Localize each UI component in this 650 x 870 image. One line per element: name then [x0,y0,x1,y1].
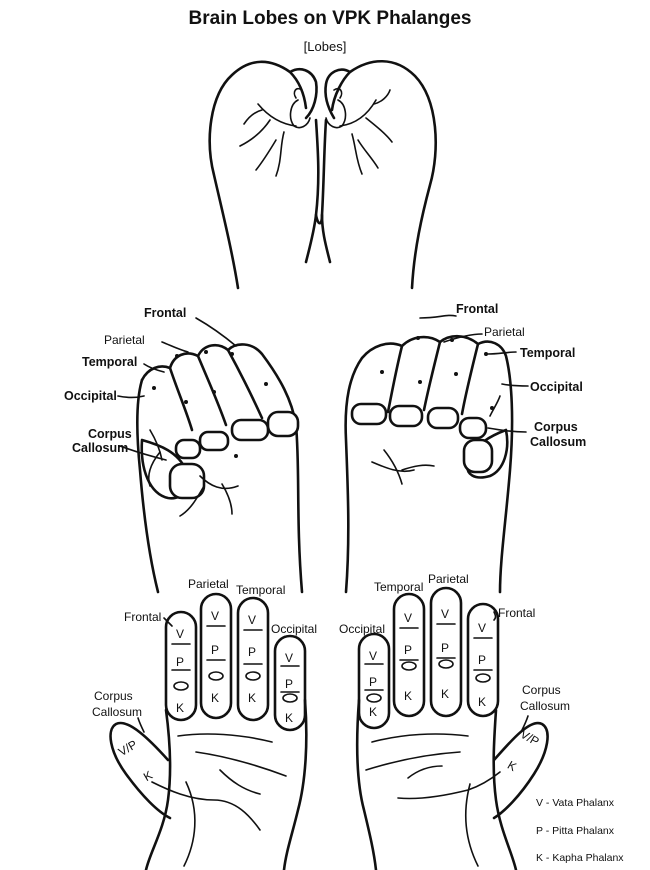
right-thumb-k: K [505,758,519,774]
right-ring-p: P [404,643,412,657]
left-palm-label-parietal: Parietal [188,577,229,591]
legend-vata: V - Vata Phalanx [536,797,615,809]
right-index-v: V [478,621,486,635]
left-palm-label-corpus-line2: Callosum [92,705,142,719]
left-palm-label-corpus-line1: Corpus [94,689,133,703]
diagram-subtitle: [Lobes] [304,39,347,54]
right-palm-label-corpus-line1: Corpus [522,683,561,697]
left-little-k: K [285,711,293,725]
right-fist-label-occipital: Occipital [530,380,583,394]
left-index-k: K [176,701,184,715]
right-fist-illustration [344,314,529,594]
left-fist-label-parietal: Parietal [104,333,145,347]
right-palm-label-occipital: Occipital [339,622,385,636]
right-index-p: P [478,653,486,667]
right-ring-k: K [404,689,412,703]
left-index-p: P [176,655,184,669]
left-palm-illustration [109,592,308,870]
right-palm-illustration [355,586,549,870]
left-fist-label-temporal: Temporal [82,355,137,369]
left-ring-k: K [248,691,256,705]
left-fist-label-occipital: Occipital [64,389,117,403]
left-palm-label-frontal: Frontal [124,610,161,624]
right-ring-v: V [404,611,412,625]
left-palm-label-temporal: Temporal [236,583,285,597]
right-middle-p: P [441,641,449,655]
right-index-k: K [478,695,486,709]
left-little-p: P [285,677,293,691]
right-little-p: P [369,675,377,689]
right-fist-label-corpus-line1: Corpus [534,420,578,434]
left-middle-k: K [211,691,219,705]
right-little-v: V [369,649,377,663]
left-little-v: V [285,651,293,665]
right-palm-label-parietal: Parietal [428,572,469,586]
right-fist-label-temporal: Temporal [520,346,575,360]
left-ring-v: V [248,613,256,627]
right-middle-v: V [441,607,449,621]
touching-fists-illustration [208,60,438,290]
right-fist-label-parietal: Parietal [484,325,525,339]
right-little-k: K [369,705,377,719]
right-fist-label-frontal: Frontal [456,302,498,316]
legend-kapha: K - Kapha Phalanx [536,852,624,864]
diagram-title: Brain Lobes on VPK Phalanges [189,8,472,29]
right-palm-label-corpus-line2: Callosum [520,699,570,713]
right-palm-label-temporal: Temporal [374,580,423,594]
left-palm-label-occipital: Occipital [271,622,317,636]
left-fist-illustration [117,317,304,594]
left-ring-p: P [248,645,256,659]
left-fist-label-corpus-line2: Callosum [72,441,128,455]
left-middle-p: P [211,643,219,657]
left-middle-v: V [211,609,219,623]
left-fist-label-frontal: Frontal [144,306,186,320]
right-palm-label-frontal: Frontal [498,606,535,620]
left-index-v: V [176,627,184,641]
right-fist-label-corpus-line2: Callosum [530,435,586,449]
legend-pitta: P - Pitta Phalanx [536,825,615,837]
right-middle-k: K [441,687,449,701]
left-thumb-vp: V/P [116,737,140,759]
left-fist-label-corpus-line1: Corpus [88,427,132,441]
